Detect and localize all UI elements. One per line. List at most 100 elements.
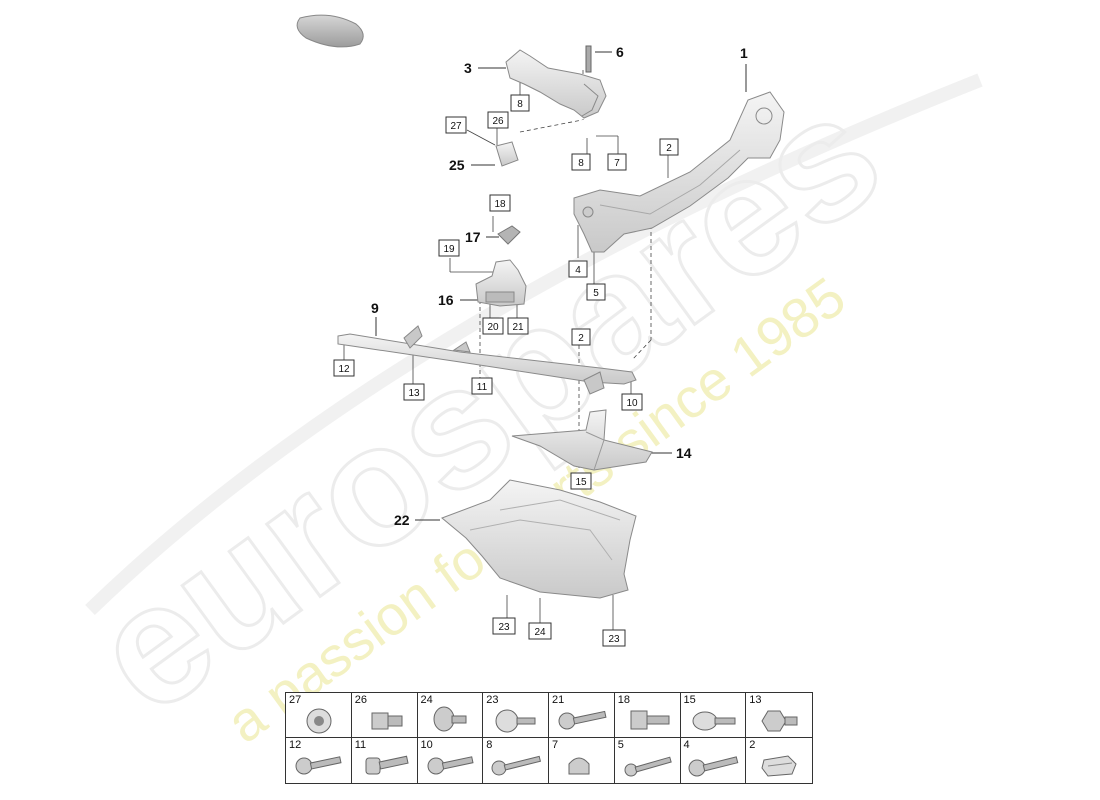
part-number: 24 [420, 694, 433, 706]
table-cell: 23 [483, 693, 549, 738]
table-cell: 2 [746, 738, 812, 783]
svg-text:2: 2 [666, 143, 672, 154]
boxed-callout: 10 [621, 393, 643, 411]
part-number: 5 [617, 739, 624, 751]
long-bolt-icon [624, 756, 672, 777]
svg-text:8: 8 [578, 158, 584, 169]
boxed-callout: 12 [333, 359, 355, 377]
boxed-callout: 4 [568, 260, 588, 278]
svg-text:2: 2 [578, 333, 584, 344]
table-cell: 5 [615, 738, 681, 783]
table-cell: 15 [680, 693, 747, 738]
boxed-callouts: 2 2 4 5 7 8 8 10 11 12 13 15 18 19 20 21… [333, 94, 679, 647]
part-number: 8 [486, 739, 493, 751]
part-underbody-panel-22 [441, 479, 637, 599]
socket-bolt-icon [365, 755, 409, 775]
part-number: 27 [289, 694, 302, 706]
part-heat-shield-14 [511, 409, 653, 471]
boxed-callout: 2 [659, 138, 679, 156]
bold-callouts: 1 3 6 9 14 16 17 22 25 [371, 44, 748, 528]
long-flange-bolt-icon [558, 710, 607, 730]
flange-nut-icon [306, 708, 332, 734]
svg-text:20: 20 [487, 322, 499, 333]
part-number: 26 [354, 694, 367, 706]
table-cell: 13 [746, 693, 812, 738]
spring-clip-icon [761, 755, 797, 777]
svg-text:13: 13 [408, 388, 420, 399]
part-number: 11 [354, 739, 367, 751]
svg-text:5: 5 [593, 288, 599, 299]
callout-6: 6 [616, 44, 624, 60]
part-number: 12 [289, 739, 302, 751]
svg-text:21: 21 [512, 322, 524, 333]
fastener-table: 27 26 24 23 21 18 15 13 12 11 10 8 7 5 4… [285, 692, 813, 784]
flange-bolt-icon [427, 756, 474, 775]
boxed-callout: 23 [492, 617, 516, 635]
callout-9: 9 [371, 300, 379, 316]
push-rivet-icon [433, 706, 466, 732]
boxed-callout: 26 [487, 111, 509, 129]
table-cell: 24 [417, 693, 484, 738]
svg-text:10: 10 [626, 398, 638, 409]
wide-washer-screw-icon [692, 711, 735, 731]
long-flange-bolt-icon [688, 756, 738, 777]
short-hex-bolt-icon [371, 712, 403, 730]
boxed-callout: 5 [586, 283, 606, 301]
watermark-brand: eurospares [60, 57, 913, 749]
flange-bolt-icon [295, 756, 342, 775]
svg-text:15: 15 [575, 477, 587, 488]
part-strut-bar-9 [337, 325, 637, 395]
svg-text:24: 24 [534, 627, 546, 638]
part-number: 21 [552, 694, 565, 706]
part-number: 2 [749, 739, 756, 751]
svg-text:19: 19 [443, 244, 455, 255]
part-crossmember-1 [573, 91, 785, 253]
part-number: 10 [420, 739, 433, 751]
part-bracket-17 [497, 225, 521, 245]
part-number: 7 [552, 739, 559, 751]
callout-1: 1 [740, 45, 748, 61]
callout-3: 3 [464, 60, 472, 76]
table-cell: 4 [681, 738, 747, 783]
callout-22: 22 [394, 512, 410, 528]
part-mount-16 [475, 259, 527, 307]
hex-bolt-icon [630, 710, 670, 730]
leader-lines [343, 70, 669, 630]
part-number: 23 [486, 694, 499, 706]
table-cell: 8 [483, 738, 549, 783]
svg-text:26: 26 [492, 116, 504, 127]
svg-text:11: 11 [477, 382, 488, 393]
boxed-callout: 13 [403, 383, 425, 401]
table-cell: 10 [418, 738, 484, 783]
boxed-callout: 15 [570, 472, 592, 490]
table-cell: 27 [286, 693, 352, 738]
boxed-callout: 19 [438, 239, 460, 257]
cap-nut-icon [568, 757, 590, 775]
part-sealant-tube [296, 14, 364, 48]
watermark: eurospares a passion for parts since 198… [59, 56, 983, 755]
boxed-callout: 27 [445, 116, 467, 134]
svg-text:4: 4 [575, 265, 581, 276]
svg-text:8: 8 [517, 99, 523, 110]
table-cell: 18 [614, 693, 681, 738]
callout-17: 17 [465, 229, 481, 245]
part-number: 4 [683, 739, 690, 751]
part-bracket-3 [505, 45, 607, 119]
svg-text:23: 23 [498, 622, 510, 633]
svg-text:18: 18 [494, 199, 506, 210]
boxed-callout: 8 [510, 94, 530, 112]
part-clip-25 [495, 141, 519, 167]
short-hex-bolt-icon [761, 710, 798, 732]
table-cell: 26 [351, 693, 418, 738]
part-number: 18 [617, 694, 630, 706]
part-number: 13 [749, 694, 762, 706]
callout-25: 25 [449, 157, 465, 173]
part-number: 15 [683, 694, 696, 706]
part-stud-6 [585, 45, 592, 73]
boxed-callout: 23 [602, 629, 626, 647]
table-cell: 11 [352, 738, 418, 783]
long-bolt-icon [491, 755, 542, 776]
svg-text:27: 27 [450, 121, 462, 132]
table-cell: 21 [549, 693, 615, 738]
